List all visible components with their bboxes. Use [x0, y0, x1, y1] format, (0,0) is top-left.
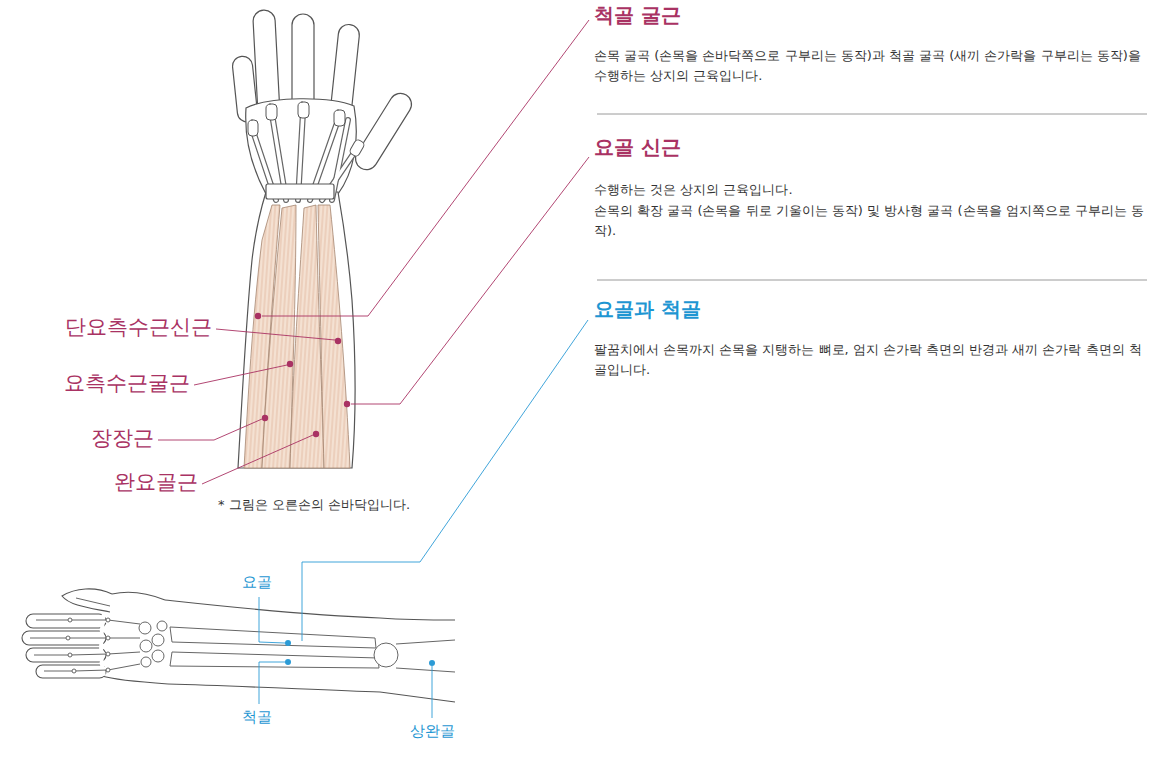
- muscle-label: 단요측수근신근: [65, 315, 212, 340]
- bone-label: 요골: [242, 573, 272, 591]
- figure-note: * 그림은 오른손의 손바닥입니다.: [218, 497, 410, 513]
- description: 손목의 확장 굴곡 (손목을 뒤로 기울이는 동작) 및 방사형 굴곡 (손목을…: [594, 201, 1144, 241]
- leader-lines: [158, 20, 589, 484]
- pointer-dots: [255, 313, 350, 437]
- bone-leaders: [259, 320, 588, 718]
- section-heading: 요골과 척골: [594, 297, 701, 321]
- description: 수행하는 것은 상지의 근육입니다.: [594, 180, 1144, 200]
- muscle-label: 장장근: [91, 426, 154, 451]
- tendons: [248, 102, 365, 200]
- separator: [597, 280, 1147, 281]
- bone-dots: [285, 640, 435, 666]
- arm-skeleton: [22, 589, 455, 702]
- description: 팔꿈치에서 손목까지 손목을 지탱하는 뼈로, 엄지 손가락 측면의 반경과 새…: [594, 340, 1144, 380]
- bones: [30, 598, 455, 673]
- muscle-label: 완요골근: [114, 470, 198, 495]
- wrist-band: [266, 184, 334, 199]
- section-heading: 척골 굴근: [594, 3, 681, 27]
- separator: [597, 114, 1147, 115]
- bone-label: 상완골: [410, 722, 455, 740]
- description: 손목 굴곡 (손목을 손바닥쪽으로 구부리는 동작)과 척골 굴곡 (새끼 손가…: [594, 46, 1144, 86]
- bone-label: 척골: [242, 708, 272, 726]
- hand-drawing: [232, 10, 416, 468]
- section-heading: 요골 신근: [594, 135, 681, 159]
- muscle-label: 요측수근굴근: [64, 371, 190, 396]
